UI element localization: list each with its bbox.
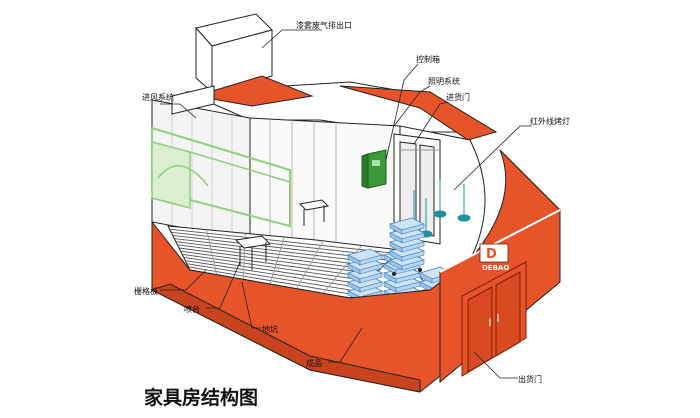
entry-door xyxy=(393,133,441,245)
label-exit-door: 出货门 xyxy=(518,374,542,384)
grating-bar xyxy=(206,229,218,275)
product-board-front xyxy=(359,254,383,266)
product-board-front xyxy=(359,272,383,284)
diagram-title: 家具房结构图 xyxy=(144,386,258,409)
exhaust-unit xyxy=(195,13,273,94)
label-pit: 地坑 xyxy=(262,324,278,334)
product-board-front xyxy=(359,281,383,293)
label-air-intake: 进风系统 xyxy=(142,92,174,102)
grating-bar xyxy=(269,237,285,285)
label-exhaust-outlet: 漆雾废气排出口 xyxy=(296,20,352,30)
label-lighting: 照明系统 xyxy=(428,76,460,86)
wall-trim xyxy=(439,209,561,273)
brand-logo: D DEBAO xyxy=(479,243,509,272)
cart-wheel xyxy=(418,268,422,272)
product-board-front xyxy=(401,223,425,235)
roof-edge-right xyxy=(339,85,498,141)
label-entry-door: 进货门 xyxy=(446,92,470,102)
spray-table-2 xyxy=(298,199,330,226)
product-board-front xyxy=(401,259,425,271)
logo-letter: D xyxy=(486,247,497,262)
exit-door xyxy=(461,261,527,377)
product-board-front xyxy=(359,263,383,275)
product-board-front xyxy=(401,250,425,262)
cart-wheel xyxy=(392,272,396,276)
air-intake-duct xyxy=(151,85,291,228)
product-board-front xyxy=(401,241,425,253)
control-box xyxy=(361,149,387,189)
label-control-box: 控制箱 xyxy=(416,54,440,64)
label-infrared-lamp: 红外线烤灯 xyxy=(530,116,570,126)
label-spray-table: 喷台 xyxy=(184,304,200,314)
label-grid-plate: 栅格板 xyxy=(134,286,158,296)
label-product: 成品 xyxy=(306,358,322,368)
pit-base xyxy=(150,283,421,393)
grating-bar xyxy=(296,241,324,289)
product-board-front xyxy=(401,232,425,244)
logo-text: DEBAO xyxy=(482,264,509,272)
leader-lines xyxy=(160,29,532,379)
spray-table-1 xyxy=(234,235,272,270)
roof-edge-left xyxy=(195,75,314,107)
